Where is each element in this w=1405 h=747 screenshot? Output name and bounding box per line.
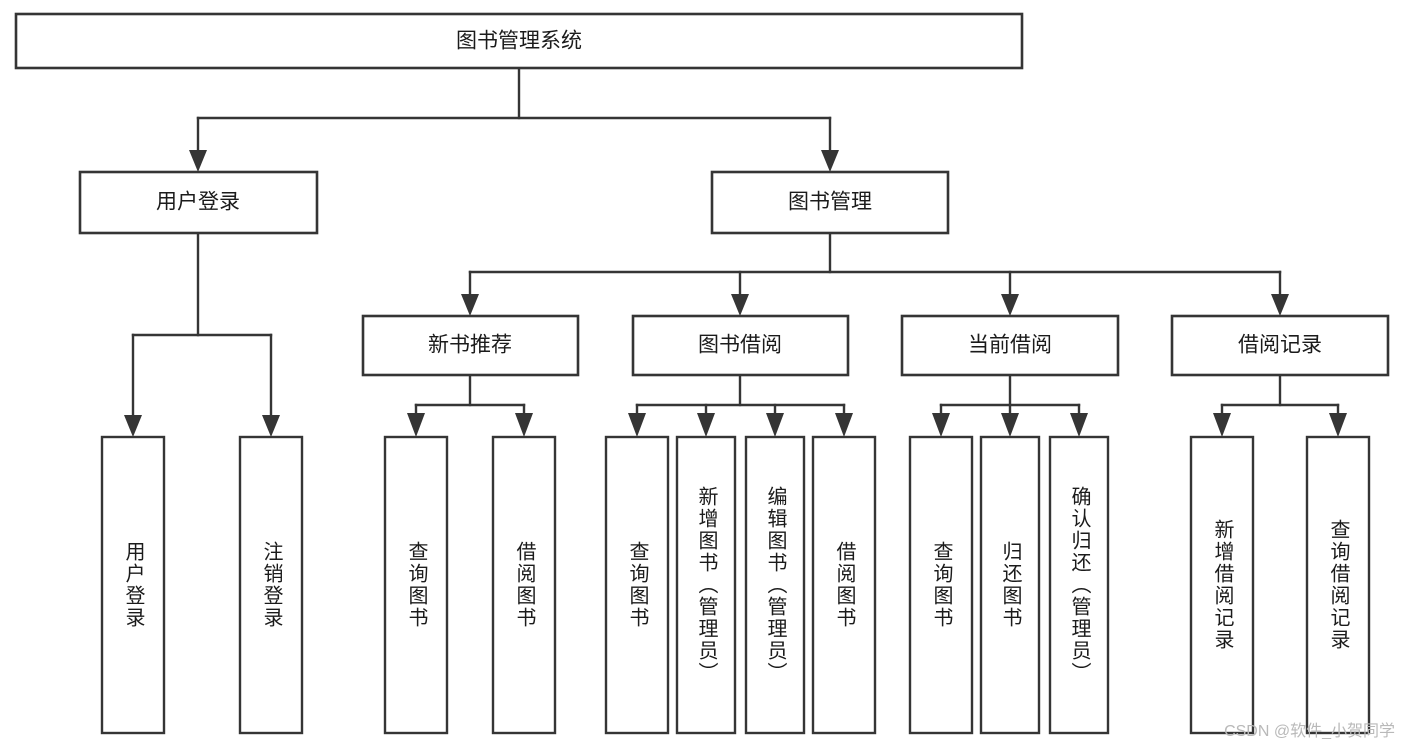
node-leaf-query-book-1-box <box>383 435 449 735</box>
node-book-management-box <box>710 170 950 235</box>
edges-current-borrow-to-leaves <box>932 373 1088 437</box>
node-leaf-borrow-book-2[interactable]: 借阅图书 <box>811 435 877 735</box>
node-new-book-recommend[interactable]: 新书推荐 <box>361 314 580 377</box>
node-new-book-recommend-box <box>361 314 580 377</box>
node-leaf-edit-book-box <box>744 435 806 735</box>
node-root-box <box>14 12 1024 70</box>
node-book-borrow[interactable]: 图书借阅 <box>631 314 850 377</box>
arrow-to-book-borrow <box>731 294 749 316</box>
node-current-borrow-label: 当前借阅 <box>968 334 1052 357</box>
node-leaf-add-book-box <box>675 435 737 735</box>
node-borrow-record-box <box>1170 314 1390 377</box>
node-leaf-add-book-label: 新增图书（管理员） <box>695 486 718 684</box>
node-leaf-borrow-book-2-label: 借阅图书 <box>833 541 856 629</box>
node-leaf-borrow-book-2-box <box>811 435 877 735</box>
node-leaf-add-record-label: 新增借阅记录 <box>1211 519 1234 651</box>
node-leaf-edit-book[interactable]: 编辑图书（管理员） <box>744 435 806 735</box>
csdn-watermark: CSDN @软件_小贺同学 <box>1224 723 1395 740</box>
edges-borrow-record-to-leaves <box>1213 373 1347 437</box>
arrow-leaf-return-book <box>1001 413 1019 437</box>
node-leaf-query-book-3-box <box>908 435 974 735</box>
node-leaf-add-record[interactable]: 新增借阅记录 <box>1189 435 1255 735</box>
node-leaf-return-book-label: 归还图书 <box>999 541 1022 629</box>
node-leaf-return-book-box <box>979 435 1041 735</box>
node-leaf-query-record[interactable]: 查询借阅记录 <box>1305 435 1371 735</box>
edges-book-management-to-level3 <box>461 231 1289 316</box>
edges-user-login-to-leaves <box>124 231 280 437</box>
node-leaf-query-record-box <box>1305 435 1371 735</box>
arrow-leaf-query-book-1 <box>407 413 425 437</box>
node-leaf-return-book[interactable]: 归还图书 <box>979 435 1041 735</box>
edges-new-book-to-leaves <box>407 373 533 437</box>
arrow-leaf-borrow-book-2 <box>835 413 853 437</box>
node-user-login-label: 用户登录 <box>156 191 240 214</box>
node-leaf-add-record-box <box>1189 435 1255 735</box>
node-leaf-confirm-return-label: 确认归还（管理员） <box>1068 486 1091 684</box>
arrow-leaf-query-book-3 <box>932 413 950 437</box>
arrow-to-book-management <box>821 150 839 172</box>
node-leaf-query-book-3-label: 查询图书 <box>930 541 953 629</box>
arrow-leaf-add-record <box>1213 413 1231 437</box>
node-leaf-query-book-2-box <box>604 435 670 735</box>
arrow-leaf-query-book-2 <box>628 413 646 437</box>
node-borrow-record[interactable]: 借阅记录 <box>1170 314 1390 377</box>
node-leaf-query-book-2-label: 查询图书 <box>626 541 649 629</box>
node-leaf-user-logout-box <box>238 435 304 735</box>
edges-book-borrow-to-leaves <box>628 373 853 437</box>
arrow-to-current-borrow <box>1001 294 1019 316</box>
node-root-label: 图书管理系统 <box>456 30 582 53</box>
node-leaf-query-book-2[interactable]: 查询图书 <box>604 435 670 735</box>
node-leaf-borrow-book-1-label: 借阅图书 <box>513 541 536 629</box>
node-book-management-label: 图书管理 <box>788 191 872 214</box>
node-book-borrow-box <box>631 314 850 377</box>
node-root[interactable]: 图书管理系统 <box>14 12 1024 70</box>
node-leaf-borrow-book-1[interactable]: 借阅图书 <box>491 435 557 735</box>
arrow-leaf-confirm-return <box>1070 413 1088 437</box>
node-leaf-query-book-3[interactable]: 查询图书 <box>908 435 974 735</box>
node-leaf-borrow-book-1-box <box>491 435 557 735</box>
node-leaf-user-login-box <box>100 435 166 735</box>
node-new-book-recommend-label: 新书推荐 <box>428 334 512 357</box>
edges-root-to-level2 <box>189 66 839 172</box>
node-borrow-record-label: 借阅记录 <box>1238 334 1322 357</box>
node-leaf-user-login-label: 用户登录 <box>122 541 145 629</box>
node-leaf-query-book-1-label: 查询图书 <box>405 541 428 629</box>
arrow-leaf-edit-book <box>766 413 784 437</box>
node-current-borrow[interactable]: 当前借阅 <box>900 314 1120 377</box>
node-user-login[interactable]: 用户登录 <box>78 170 319 235</box>
node-leaf-query-book-1[interactable]: 查询图书 <box>383 435 449 735</box>
node-leaf-edit-book-label: 编辑图书（管理员） <box>764 486 787 684</box>
node-book-management[interactable]: 图书管理 <box>710 170 950 235</box>
arrow-leaf-query-record <box>1329 413 1347 437</box>
arrow-leaf-add-book <box>697 413 715 437</box>
node-leaf-user-logout-label: 注销登录 <box>260 541 283 629</box>
arrow-leaf-user-login <box>124 415 142 437</box>
node-leaf-user-login[interactable]: 用户登录 <box>100 435 166 735</box>
node-leaf-add-book[interactable]: 新增图书（管理员） <box>675 435 737 735</box>
node-leaf-query-record-label: 查询借阅记录 <box>1327 519 1350 651</box>
node-book-borrow-label: 图书借阅 <box>698 334 782 357</box>
node-leaf-confirm-return-box <box>1048 435 1110 735</box>
arrow-to-new-book-recommend <box>461 294 479 316</box>
arrow-leaf-borrow-book-1 <box>515 413 533 437</box>
node-leaf-user-logout[interactable]: 注销登录 <box>238 435 304 735</box>
node-user-login-box <box>78 170 319 235</box>
arrow-leaf-user-logout <box>262 415 280 437</box>
arrow-to-user-login <box>189 150 207 172</box>
node-leaf-confirm-return[interactable]: 确认归还（管理员） <box>1048 435 1110 735</box>
arrow-to-borrow-record <box>1271 294 1289 316</box>
node-current-borrow-box <box>900 314 1120 377</box>
